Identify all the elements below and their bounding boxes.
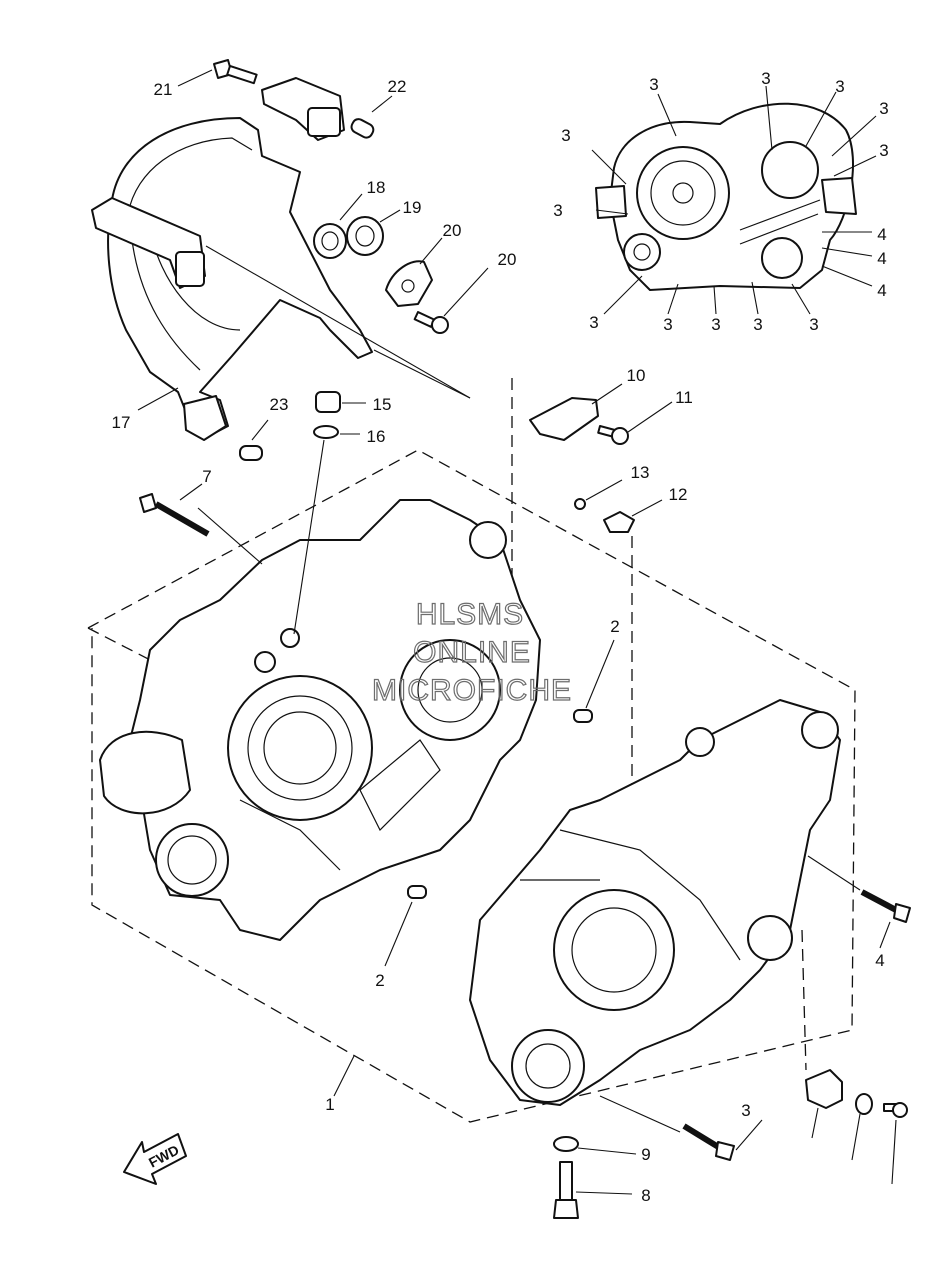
fastener-location-overview: [595, 102, 857, 291]
callout-4-ov-a: 4: [877, 225, 886, 244]
callout-3-ov-l: 3: [809, 315, 818, 334]
bolt-5[interactable]: [139, 493, 210, 537]
callout-13: 16: [367, 427, 386, 446]
leader-lines: [137, 69, 897, 1195]
callout-3-ov-b: 3: [761, 69, 770, 88]
callout-4-lower: 4: [875, 951, 884, 970]
oil-seal-16[interactable]: [346, 216, 384, 256]
screw-18[interactable]: [413, 310, 449, 334]
dowel-pin-20-lower[interactable]: [239, 445, 263, 461]
callout-16: 19: [403, 198, 422, 217]
screw-22[interactable]: [883, 1102, 908, 1118]
crankcase-cover[interactable]: [91, 77, 373, 441]
callout-10: 12: [669, 485, 688, 504]
bolt-3-lower[interactable]: [682, 1123, 735, 1161]
callout-3-ov-e: 3: [879, 141, 888, 160]
callout-4-ov-b: 4: [877, 249, 886, 268]
callout-3-ov-h: 3: [589, 313, 598, 332]
callout-3-lower: 3: [741, 1101, 750, 1120]
callout-3-ov-c: 3: [835, 77, 844, 96]
callout-19: 21: [154, 80, 173, 99]
callout-20-lower: 23: [270, 395, 289, 414]
left-crankcase[interactable]: [99, 499, 541, 941]
cap-21[interactable]: [805, 1069, 843, 1109]
callout-20-upper: 22: [388, 77, 407, 96]
dowel-pin-2-lower[interactable]: [407, 885, 427, 899]
washer-7[interactable]: [553, 1136, 579, 1152]
callout-12: 15: [373, 395, 392, 414]
callout-3-ov-g: 3: [553, 201, 562, 220]
washer-23[interactable]: [855, 1093, 873, 1115]
screw-9[interactable]: [597, 425, 629, 445]
callout-labels: 21 22 18 19 20 20 17 23 15 16 7 10 11 13…: [112, 69, 889, 1205]
plug-12[interactable]: [315, 391, 341, 413]
bracket-8[interactable]: [529, 397, 599, 441]
small-parts: [139, 59, 911, 1219]
callout-3-ov-a: 3: [649, 75, 658, 94]
right-crankcase[interactable]: [469, 699, 841, 1106]
callout-3-ov-j: 3: [711, 315, 720, 334]
dowel-pin-2-upper[interactable]: [573, 709, 593, 723]
bolt-19[interactable]: [213, 59, 258, 85]
plate-10[interactable]: [603, 511, 635, 533]
callout-6: 8: [641, 1186, 650, 1205]
callout-2-upper: 2: [610, 617, 619, 636]
watermark-line3: MICROFICHE: [372, 674, 572, 707]
dowel-pin-20-upper[interactable]: [349, 117, 375, 140]
callout-3-ov-k: 3: [753, 315, 762, 334]
bolt-4-lower[interactable]: [860, 889, 911, 923]
callout-4-ov-c: 4: [877, 281, 886, 300]
callout-7: 9: [641, 1145, 650, 1164]
callout-9: 11: [675, 388, 693, 407]
screw-11[interactable]: [574, 498, 586, 510]
callout-8: 10: [627, 366, 646, 385]
forward-direction-indicator: FWD: [123, 1133, 187, 1185]
watermark-line1: HLSMS: [416, 598, 524, 631]
watermark: HLSMS ONLINE MICROFICHE: [371, 597, 572, 707]
bolt-6[interactable]: [553, 1161, 579, 1219]
plate-17[interactable]: [385, 260, 433, 307]
callout-3-ov-f: 3: [561, 126, 570, 145]
bearing-15[interactable]: [313, 223, 347, 259]
callout-15: 18: [367, 178, 386, 197]
callout-18: 20: [498, 250, 517, 269]
callout-14: 17: [112, 413, 131, 432]
callout-17: 20: [443, 221, 462, 240]
callout-5: 7: [202, 467, 211, 486]
watermark-line2: ONLINE: [413, 636, 531, 669]
callout-11: 13: [631, 463, 650, 482]
callout-3-ov-i: 3: [663, 315, 672, 334]
callout-2-lower: 2: [375, 971, 384, 990]
callout-3-ov-d: 3: [879, 99, 888, 118]
callout-1: 1: [325, 1095, 334, 1114]
gasket-13[interactable]: [313, 425, 339, 439]
